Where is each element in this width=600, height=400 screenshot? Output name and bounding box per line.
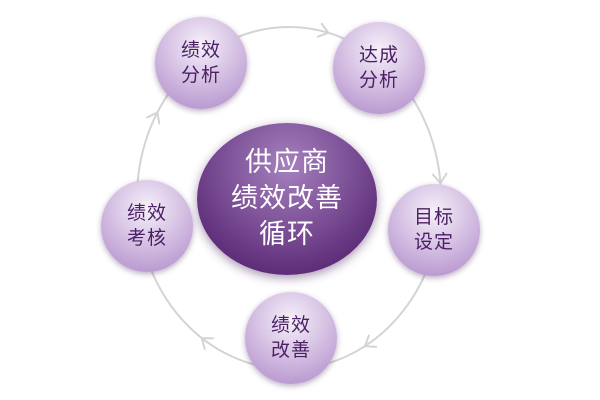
node-performance-analysis: 绩效 分析 (155, 17, 247, 109)
flow-arrow (431, 172, 448, 185)
node-target-setting: 目标 设定 (388, 184, 480, 276)
node-line-1: 绩效 (126, 202, 167, 224)
center-node: 供应商 绩效改善 循环 (197, 123, 377, 275)
node-line-1: 目标 (413, 206, 454, 228)
node-achievement-analysis: 达成 分析 (333, 22, 425, 114)
node-performance-improvement: 绩效 改善 (245, 292, 337, 384)
cycle-arrows (146, 22, 448, 350)
flow-arrow (146, 111, 161, 125)
center-line-2: 绩效改善 (231, 183, 343, 214)
node-line-1: 绩效 (180, 39, 221, 61)
center-line-3: 循环 (259, 219, 315, 250)
node-line-2: 分析 (180, 64, 221, 86)
node-line-2: 分析 (358, 69, 399, 91)
flow-arrow (364, 334, 378, 348)
flow-arrow (316, 22, 330, 38)
center-line-1: 供应商 (245, 147, 329, 178)
node-line-2: 改善 (270, 339, 311, 361)
node-line-2: 设定 (413, 231, 454, 253)
flow-arrow (200, 337, 215, 350)
node-line-1: 绩效 (270, 314, 311, 336)
node-line-2: 考核 (126, 227, 167, 249)
node-line-1: 达成 (358, 44, 399, 66)
node-performance-assessment: 绩效 考核 (101, 180, 193, 272)
